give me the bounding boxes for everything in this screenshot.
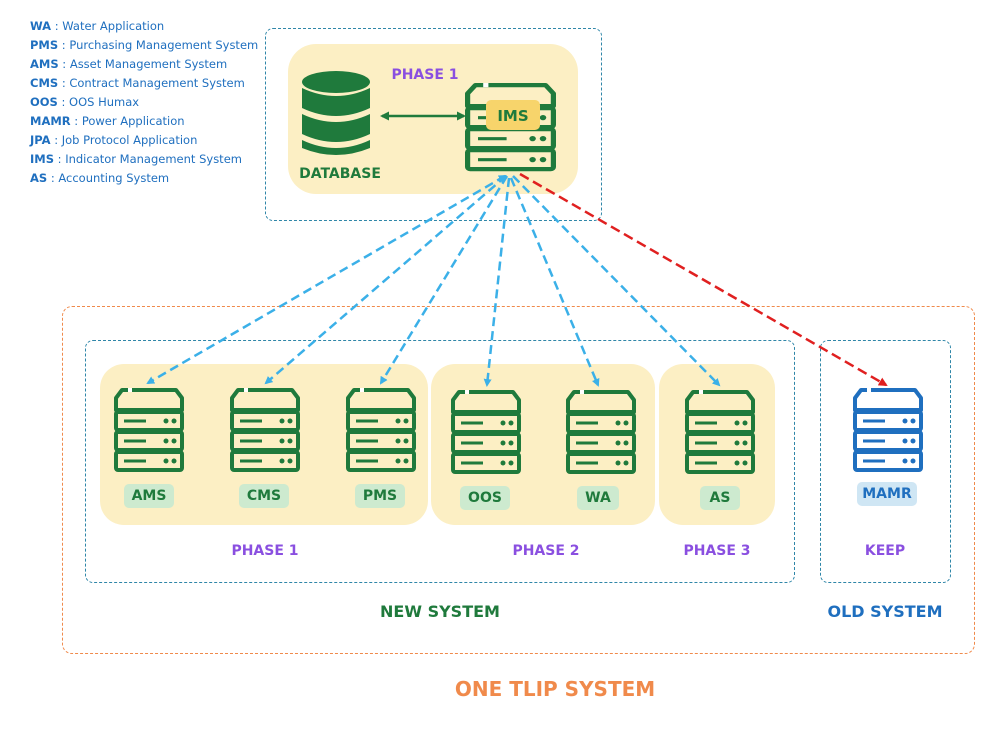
pms-server-icon — [346, 388, 416, 472]
new-system-title: NEW SYSTEM — [380, 602, 500, 621]
legend-item-ams: AMS : Asset Management System — [30, 57, 228, 71]
one-tlip-system-title: ONE TLIP SYSTEM — [454, 677, 656, 701]
server-tag-pms: PMS — [355, 484, 405, 508]
arrow-ims-ams — [146, 174, 507, 385]
legend-item-pms: PMS : Purchasing Management System — [30, 38, 259, 52]
legend-item-as: AS : Accounting System — [30, 171, 170, 185]
keep-label: KEEP — [864, 543, 906, 559]
legend-item-jpa: JPA : Job Protocol Application — [30, 133, 198, 147]
legend-item-cms: CMS : Contract Management System — [30, 76, 245, 90]
server-tag-wa: WA — [577, 486, 619, 510]
old-system-title: OLD SYSTEM — [827, 602, 943, 621]
arrow-ims-cms — [264, 175, 507, 385]
one-tlip-system-container — [62, 306, 975, 654]
server-tag-ams: AMS — [124, 484, 174, 508]
arrow-ims-pms — [379, 175, 509, 385]
arrow-ims-as — [512, 175, 721, 387]
arrow-ims-mamr — [519, 172, 888, 387]
legend-item-mamr: MAMR : Power Application — [30, 114, 185, 128]
server-tag-mamr: MAMR — [857, 482, 917, 506]
wa-server-icon — [566, 390, 636, 474]
legend-item-oos: OOS : OOS Humax — [30, 95, 140, 109]
ims-badge — [486, 100, 540, 130]
old-system-container — [820, 340, 951, 583]
cms-server-icon — [230, 388, 300, 472]
phase3-label: PHASE 3 — [683, 543, 751, 559]
server-tag-oos: OOS — [460, 486, 510, 510]
server-tag-as: AS — [700, 486, 740, 510]
legend-item-wa: WA : Water Application — [30, 19, 165, 33]
ims-label: IMS — [497, 107, 528, 125]
legend-item-ims: IMS : Indicator Management System — [30, 152, 242, 166]
ams-server-icon — [114, 388, 184, 472]
mamr-server-icon — [853, 388, 923, 472]
phase1-label: PHASE 1 — [231, 543, 299, 559]
ims-phase-label: PHASE 1 — [391, 67, 459, 83]
as-server-icon — [685, 390, 755, 474]
oos-server-icon — [451, 390, 521, 474]
legend: WA : Water Application PMS : Purchasing … — [30, 17, 258, 188]
phase2-label: PHASE 2 — [512, 543, 580, 559]
server-tag-cms: CMS — [239, 484, 289, 508]
arrow-ims-wa — [509, 177, 600, 387]
ims-link-arrows — [146, 174, 721, 387]
database-icon — [302, 71, 370, 155]
arrow-ims-oos — [483, 177, 511, 387]
